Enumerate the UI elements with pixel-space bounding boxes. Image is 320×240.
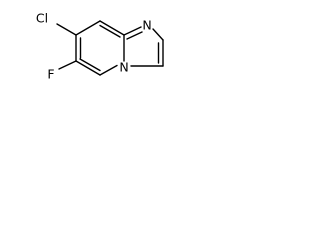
bond-n1-c2	[152, 28, 164, 41]
bond-n4-c5	[99, 64, 118, 76]
atom-label-fluorine: F	[47, 67, 54, 82]
bond-c6-f	[58, 60, 77, 70]
bond-c8-c8a	[99, 20, 125, 36]
bond-c5-c6-double	[79, 58, 101, 72]
bond-c8a-n1-double	[126, 31, 143, 40]
bond-c7-c8	[75, 20, 101, 36]
bond-c7-cl	[56, 23, 77, 36]
atom-label-chlorine: Cl	[36, 11, 48, 26]
bond-c5-c6	[75, 60, 101, 76]
structure-diagram: Cl F N N	[36, 11, 164, 82]
atom-label-imidazole-nitrogen: N	[142, 18, 151, 33]
bond-c8a-n1	[123, 26, 142, 36]
atom-label-bridgehead-nitrogen: N	[119, 60, 128, 75]
bond-c8-c8a-double	[99, 24, 121, 38]
